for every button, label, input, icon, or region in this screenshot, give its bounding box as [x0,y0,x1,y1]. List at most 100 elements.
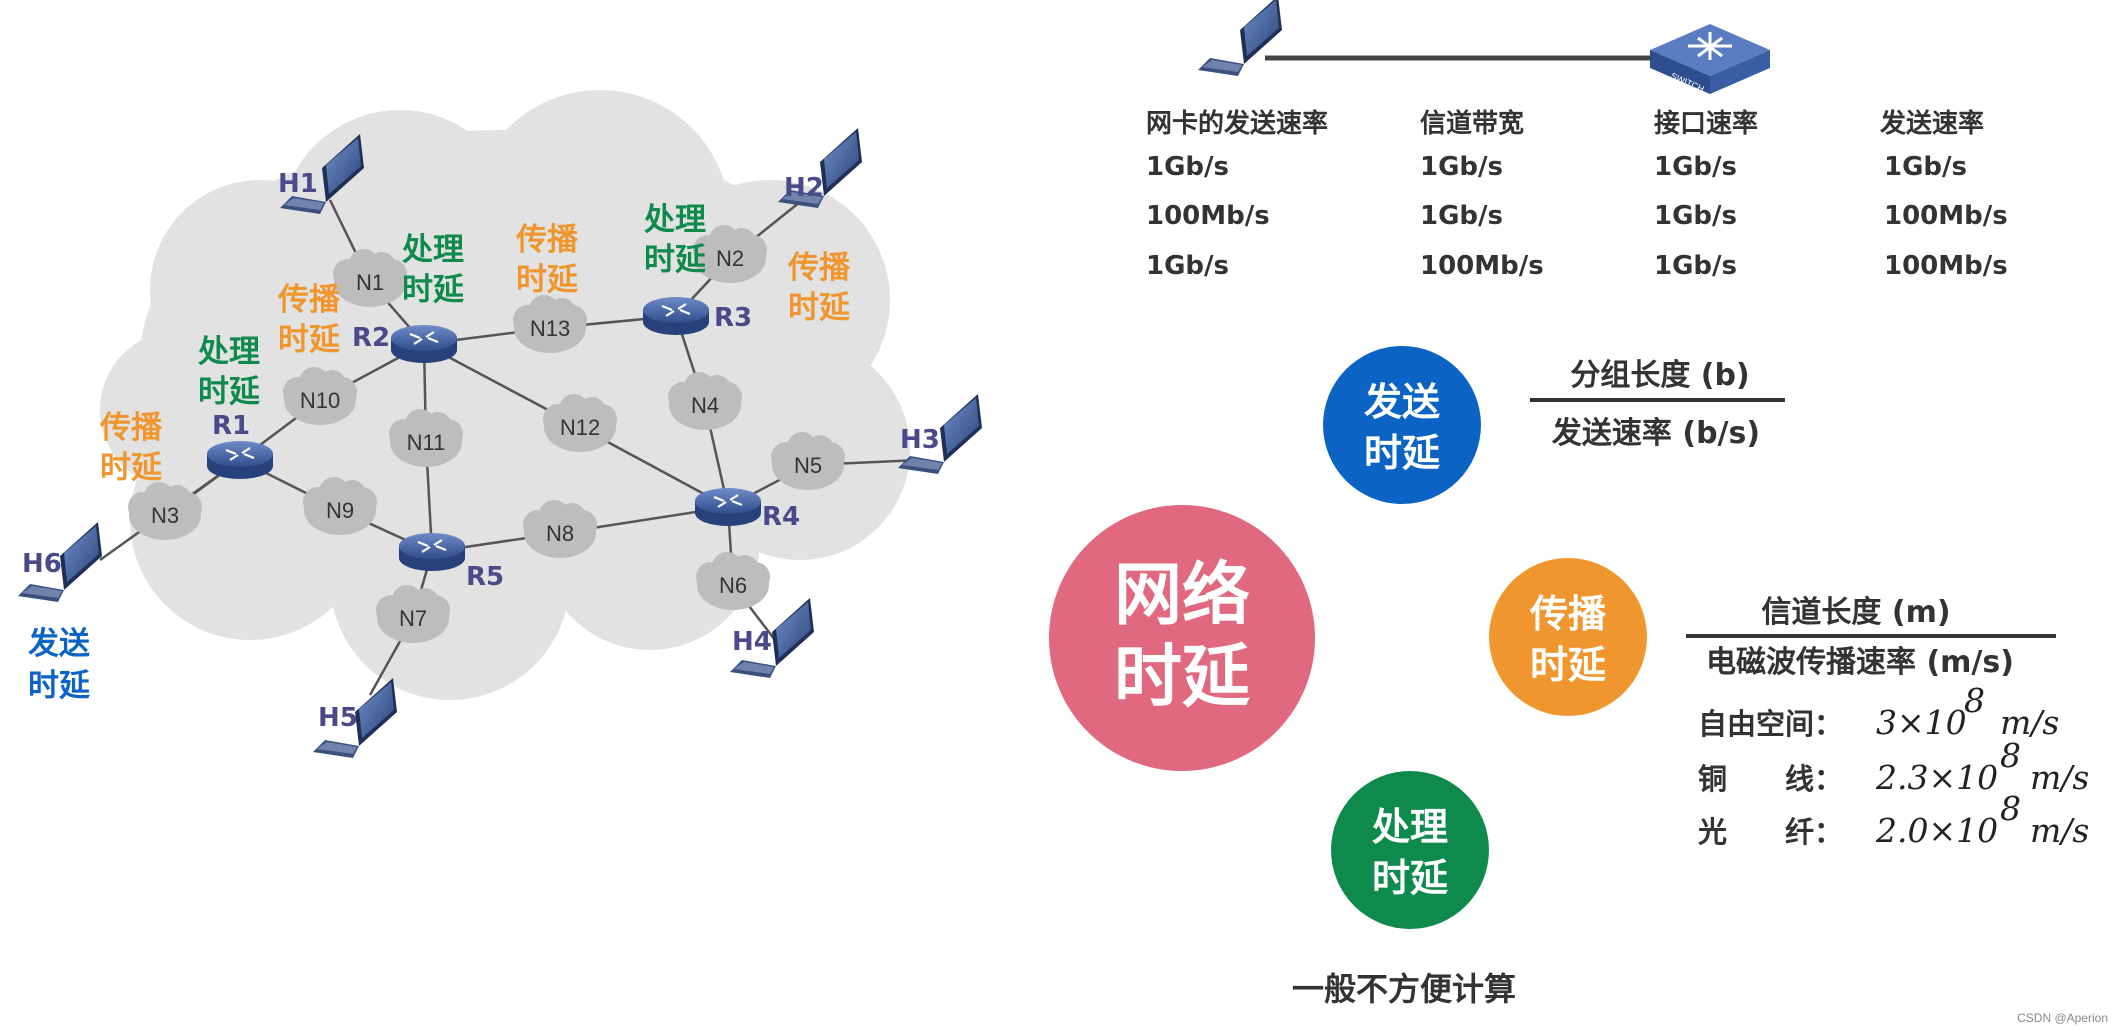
propagation-label-2: 传播 [277,282,341,318]
svg-text:N3: N3 [151,503,179,528]
rate-cell: 1Gb/s [1146,251,1229,281]
network-n12: N12 [543,394,617,452]
svg-text:N12: N12 [560,415,600,440]
processing-line1: 处理 [1372,805,1448,849]
router-r4-label: R4 [762,502,800,532]
host-h5-label: H5 [318,703,358,733]
rate-cell: 1Gb/s [1420,152,1503,182]
processing-delay-circle: 处理 时延 [1331,771,1489,929]
delay-summary: 网络 时延 发送 时延 分组长度 (b) 发送速率 (b/s) 传播 时延 信道… [1049,346,2089,1008]
router-r1-icon [205,439,275,481]
svg-text:N4: N4 [691,393,719,418]
svg-text:N13: N13 [530,316,570,341]
propagation-label-2b: 时延 [278,322,341,358]
svg-text:N7: N7 [399,606,427,631]
network-n1: N1 [333,249,407,307]
rate-cell: 1Gb/s [1654,251,1737,281]
rate-table-panel: SWITCH 网卡的发送速率 信道带宽 接口速率 发送速率 1Gb/s 1Gb/… [1146,0,2008,281]
media-unit: m/s [2000,703,2059,742]
svg-text:N11: N11 [407,430,446,455]
rate-cell: 1Gb/s [1654,201,1737,231]
router-r4-icon [693,486,763,528]
host-h1-label: H1 [278,169,318,199]
rate-cell: 100Mb/s [1420,251,1544,281]
rate-cell: 100Mb/s [1146,201,1270,231]
processing-note: 一般不方便计算 [1292,970,1516,1008]
transmission-line1: 发送 [1364,380,1440,424]
processing-label-2b: 时延 [402,272,465,308]
network-n4: N4 [668,372,742,430]
transmission-numerator: 分组长度 (b) [1570,358,1749,393]
router-r1-label: R1 [212,411,250,441]
network-clouds: N1 N2 N3 N4 N5 N6 N7 N8 N9 N10 N11 N12 N… [128,225,845,643]
transmission-denominator: 发送速率 (b/s) [1551,416,1760,451]
media-coef: 2.0×10 [1875,811,1998,850]
host-h6-label: H6 [22,549,62,579]
propagation-numerator: 信道长度 (m) [1761,595,1950,630]
svg-text:N10: N10 [300,388,340,413]
host-h4-label: H4 [732,627,772,657]
host-h2-label: H2 [784,173,824,203]
svg-text:N6: N6 [719,573,747,598]
propagation-line1: 传播 [1529,592,1607,636]
header-interface-rate: 接口速率 [1654,108,1758,139]
hosts: H1 H2 H3 H4 H5 H6 [18,128,982,758]
transmission-label-b: 时延 [28,668,91,704]
host-h3-label: H3 [900,425,940,455]
processing-label-2: 处理 [401,232,464,268]
rate-cell: 1Gb/s [1146,152,1229,182]
delay-annotations: 传播 时延 处理 时延 传播 时延 处理 时延 传播 时延 处理 时延 传播 时… [27,202,851,704]
svg-text:N2: N2 [716,246,744,271]
router-r2-icon [389,323,459,365]
svg-text:N9: N9 [326,498,354,523]
rate-cell: 1Gb/s [1654,152,1737,182]
media-exp: 8 [2000,736,2021,775]
router-r3-icon [641,295,711,337]
propagation-label-1: 传播 [99,410,163,446]
transmission-line2: 时延 [1364,431,1440,475]
propagation-label-3: 传播 [515,222,579,258]
media-label: 铜 线： [1698,762,1843,796]
router-r5-label: R5 [466,562,504,592]
svg-text:N8: N8 [546,521,574,546]
network-n8: N8 [523,500,597,558]
svg-text:N5: N5 [794,453,822,478]
rate-cell: 100Mb/s [1884,201,2008,231]
media-unit: m/s [2030,758,2089,797]
propagation-label-1b: 时延 [100,450,163,486]
media-exp: 8 [1964,681,1985,720]
media-coef: 3×10 [1876,703,1967,742]
network-n7: N7 [376,585,450,643]
propagation-label-4b: 时延 [788,290,851,326]
router-r2-label: R2 [352,323,390,353]
network-topology: N1 N2 N3 N4 N5 N6 N7 N8 N9 N10 N11 N12 N… [18,90,982,758]
media-speeds: 自由空间： 3×10 8 m/s 铜 线： 2.3×10 8 m/s 光 纤： … [1698,681,2089,850]
internet-cloud [100,90,910,700]
propagation-line2: 时延 [1530,643,1606,687]
transmission-delay-circle: 发送 时延 [1323,346,1481,504]
propagation-delay-circle: 传播 时延 [1489,558,1647,716]
network-n5: N5 [771,432,845,490]
network-delay-line1: 网络 [1114,556,1250,635]
processing-label-3b: 时延 [644,242,707,278]
rate-cell: 1Gb/s [1884,152,1967,182]
header-channel-bandwidth: 信道带宽 [1420,108,1524,139]
network-n9: N9 [303,477,377,535]
propagation-denominator: 电磁波传播速率 (m/s) [1706,645,2014,680]
router-r5-icon [397,531,467,573]
media-label: 自由空间： [1698,707,1843,741]
processing-line2: 时延 [1372,856,1448,900]
network-delay-line2: 时延 [1114,638,1250,717]
rate-rows: 1Gb/s 1Gb/s 1Gb/s 1Gb/s 100Mb/s 1Gb/s 1G… [1146,152,2008,281]
processing-label-1: 处理 [197,334,260,370]
network-n6: N6 [696,552,770,610]
media-coef: 2.3×10 [1875,758,1998,797]
network-n13: N13 [513,295,587,353]
network-n2: N2 [693,225,767,283]
transmission-label: 发送 [27,626,90,662]
rate-cell: 1Gb/s [1420,201,1503,231]
media-unit: m/s [2030,811,2089,850]
rate-cell: 100Mb/s [1884,251,2008,281]
media-label: 光 纤： [1698,815,1843,849]
